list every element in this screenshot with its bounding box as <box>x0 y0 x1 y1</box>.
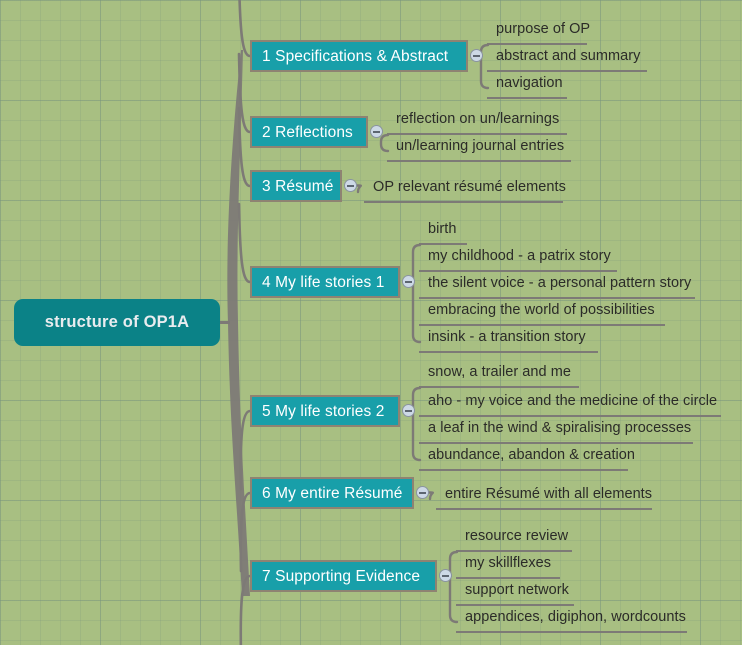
leaf-node-op-relevant-r-sum-elements[interactable]: OP relevant résumé elements <box>364 176 566 203</box>
root-node[interactable]: structure of OP1A <box>14 299 220 346</box>
leaf-node-label: abstract and summary <box>496 48 641 64</box>
branch-node-4-my-life-stories-1[interactable]: 4 My life stories 1 <box>250 266 400 298</box>
branch-node-1-specifications-abstract[interactable]: 1 Specifications & Abstract <box>250 40 468 72</box>
branch-node-label: 2 Reflections <box>262 124 353 141</box>
root-node-label: structure of OP1A <box>44 313 190 331</box>
leaf-node-label: aho - my voice and the medicine of the c… <box>428 393 718 409</box>
leaf-node-embracing-the-world-of-possibilities[interactable]: embracing the world of possibilities <box>419 299 665 326</box>
leaf-node-label: snow, a trailer and me <box>428 364 571 380</box>
leaf-node-label: appendices, digiphon, wordcounts <box>465 609 686 625</box>
leaf-node-birth[interactable]: birth <box>419 218 467 245</box>
leaf-node-my-skillflexes[interactable]: my skillflexes <box>456 552 560 579</box>
collapse-toggle-7-supporting-evidence[interactable] <box>439 569 452 582</box>
branch-node-label: 1 Specifications & Abstract <box>262 48 449 65</box>
leaf-node-label: OP relevant résumé elements <box>373 179 566 195</box>
branch-node-5-my-life-stories-2[interactable]: 5 My life stories 2 <box>250 395 400 427</box>
collapse-toggle-4-my-life-stories-1[interactable] <box>402 275 415 288</box>
leaf-node-label: purpose of OP <box>496 21 591 37</box>
branch-node-label: 4 My life stories 1 <box>262 274 385 291</box>
collapse-toggle-1-specifications-abstract[interactable] <box>470 49 483 62</box>
leaf-node-abstract-and-summary[interactable]: abstract and summary <box>487 45 647 72</box>
leaf-node-label: my skillflexes <box>465 555 552 571</box>
leaf-node-label: the silent voice - a personal pattern st… <box>428 275 692 291</box>
branch-node-2-reflections[interactable]: 2 Reflections <box>250 116 368 148</box>
branch-node-3-r-sum[interactable]: 3 Résumé <box>250 170 342 202</box>
leaf-node-label: un/learning journal entries <box>396 138 565 154</box>
branch-node-6-my-entire-r-sum[interactable]: 6 My entire Résumé <box>250 477 414 509</box>
leaf-node-insink-a-transition-story[interactable]: insink - a transition story <box>419 326 598 353</box>
collapse-toggle-2-reflections[interactable] <box>370 125 383 138</box>
leaf-node-navigation[interactable]: navigation <box>487 72 567 99</box>
leaf-node-reflection-on-un-learnings[interactable]: reflection on un/learnings <box>387 108 567 135</box>
leaf-node-resource-review[interactable]: resource review <box>456 525 572 552</box>
leaf-node-label: birth <box>428 221 457 237</box>
branch-node-label: 3 Résumé <box>262 178 334 195</box>
leaf-node-appendices-digiphon-wordcounts[interactable]: appendices, digiphon, wordcounts <box>456 606 687 633</box>
leaf-node-entire-r-sum-with-all-elements[interactable]: entire Résumé with all elements <box>436 483 652 510</box>
leaf-node-the-silent-voice-a-personal-pattern-story[interactable]: the silent voice - a personal pattern st… <box>419 272 695 299</box>
collapse-toggle-6-my-entire-r-sum[interactable] <box>416 486 429 499</box>
leaf-node-label: navigation <box>496 75 563 91</box>
branch-node-label: 7 Supporting Evidence <box>262 568 421 585</box>
collapse-toggle-3-r-sum[interactable] <box>344 179 357 192</box>
leaf-node-a-leaf-in-the-wind-spiralising-processes[interactable]: a leaf in the wind & spiralising process… <box>419 417 693 444</box>
leaf-node-my-childhood-a-patrix-story[interactable]: my childhood - a patrix story <box>419 245 617 272</box>
leaf-node-label: my childhood - a patrix story <box>428 248 611 264</box>
leaf-node-abundance-abandon-creation[interactable]: abundance, abandon & creation <box>419 444 635 471</box>
branch-node-label: 6 My entire Résumé <box>262 485 403 502</box>
leaf-node-label: embracing the world of possibilities <box>428 302 655 318</box>
leaf-node-purpose-of-op[interactable]: purpose of OP <box>487 18 591 45</box>
leaf-node-label: entire Résumé with all elements <box>445 486 653 502</box>
leaf-node-label: insink - a transition story <box>428 329 586 345</box>
branch-node-label: 5 My life stories 2 <box>262 403 385 420</box>
collapse-toggle-5-my-life-stories-2[interactable] <box>402 404 415 417</box>
leaf-node-un-learning-journal-entries[interactable]: un/learning journal entries <box>387 135 571 162</box>
leaf-node-label: support network <box>465 582 569 598</box>
branch-node-7-supporting-evidence[interactable]: 7 Supporting Evidence <box>250 560 437 592</box>
leaf-node-snow-a-trailer-and-me[interactable]: snow, a trailer and me <box>419 361 579 388</box>
leaf-node-support-network[interactable]: support network <box>456 579 574 606</box>
leaf-node-label: a leaf in the wind & spiralising process… <box>428 420 692 436</box>
leaf-node-label: reflection on un/learnings <box>396 111 560 127</box>
leaf-node-aho-my-voice-and-the-medicine-of-the-circle[interactable]: aho - my voice and the medicine of the c… <box>419 390 721 417</box>
leaf-node-label: resource review <box>465 528 569 544</box>
leaf-node-label: abundance, abandon & creation <box>428 447 636 463</box>
